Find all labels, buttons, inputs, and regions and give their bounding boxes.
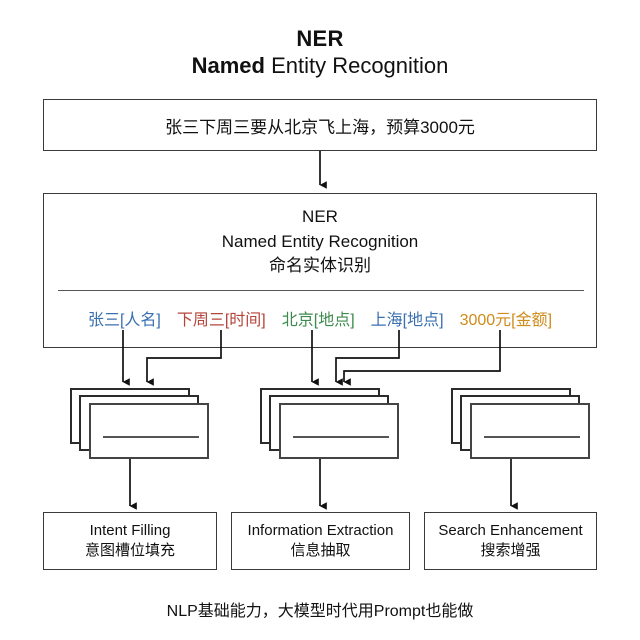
card-stack-right — [451, 388, 597, 468]
outcome-box-search-enhancement: Search Enhancement 搜索增强 — [424, 512, 597, 570]
entity-person-zhangsan: 张三[人名] — [87, 312, 161, 329]
outcome-en: Intent Filling — [89, 521, 171, 539]
input-sentence-box: 张三下周三要从北京飞上海，预算3000元 — [43, 99, 597, 151]
card-content-line — [484, 436, 580, 438]
ner-chinese: 命名实体识别 — [269, 256, 371, 276]
card-stack-left — [70, 388, 216, 468]
ner-process-box: NER Named Entity Recognition 命名实体识别 — [43, 193, 597, 348]
outcome-en: Search Enhancement — [438, 521, 583, 539]
ner-english: Named Entity Recognition — [221, 231, 419, 251]
outcome-box-information-extraction: Information Extraction 信息抽取 — [231, 512, 410, 570]
card-content-line — [103, 436, 199, 438]
card-front — [89, 403, 209, 459]
outcome-zh: 意图槽位填充 — [84, 542, 175, 559]
entity-time-nextweek: 下周三[时间] — [176, 312, 266, 329]
outcome-zh: 信息抽取 — [290, 542, 351, 559]
page-subtitle-bold: Named — [191, 53, 265, 78]
entity-amount-3000: 3000元[金额] — [459, 312, 553, 329]
entity-location-beijing: 北京[地点] — [281, 312, 355, 329]
wire-time-to-left — [146, 330, 222, 386]
ner-labels: NER Named Entity Recognition 命名实体识别 — [44, 205, 596, 279]
ner-divider — [58, 290, 584, 291]
page-subtitle-rest: Entity Recognition — [264, 53, 449, 78]
card-front — [470, 403, 590, 459]
outcome-zh: 搜索增强 — [480, 542, 541, 559]
card-front — [279, 403, 399, 459]
page-subtitle: Named Entity Recognition — [0, 53, 640, 79]
card-content-line — [293, 436, 389, 438]
entity-list: 张三[人名] 下周三[时间] 北京[地点] 上海[地点] 3000元[金额] — [0, 306, 640, 330]
wire-amount-to-middle — [343, 330, 501, 386]
input-sentence-text: 张三下周三要从北京飞上海，预算3000元 — [165, 117, 475, 137]
ner-abbr: NER — [302, 207, 338, 226]
footer-note: NLP基础能力，大模型时代用Prompt也能做 — [166, 603, 474, 620]
card-stack-middle — [260, 388, 406, 468]
outcome-box-intent-filling: Intent Filling 意图槽位填充 — [43, 512, 217, 570]
entity-location-shanghai: 上海[地点] — [370, 312, 444, 329]
outcome-en: Information Extraction — [247, 521, 394, 539]
wire-shanghai-to-middle — [335, 330, 400, 386]
page-title: NER — [296, 26, 344, 51]
